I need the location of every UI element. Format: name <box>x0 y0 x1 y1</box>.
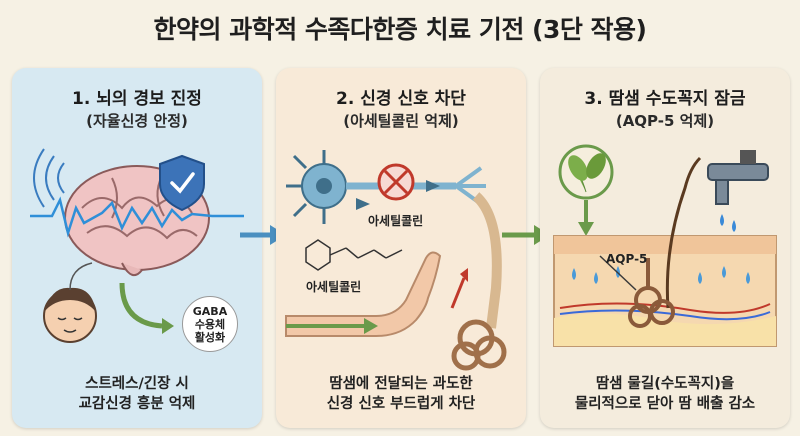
skin-illustration <box>553 144 777 347</box>
panel-caption: 땀샘에 전달되는 과도한 신경 신호 부드럽게 차단 <box>276 374 526 414</box>
caption-line: 물리적으로 닫아 땀 배출 감소 <box>574 396 756 412</box>
block-icon <box>377 163 415 201</box>
badge-line: 수용체 <box>194 317 226 331</box>
sweat-gland-icon <box>628 258 675 328</box>
herb-icon <box>558 144 614 200</box>
nerve-illustration <box>285 150 507 371</box>
arrow-to-gaba <box>119 282 163 329</box>
label-acetylcholine: 아세틸콜린 <box>368 214 424 228</box>
panel-title: 2. 신경 신호 차단 <box>336 89 466 109</box>
sweat-gland-icon <box>451 319 507 371</box>
panel-subtitle: (아세틸콜린 억제) <box>343 112 459 130</box>
gaba-receptor-badge: GABA 수용체 활성화 <box>182 296 238 352</box>
caption-line: 교감신경 흥분 억제 <box>78 396 196 412</box>
shield-check-icon <box>159 154 205 212</box>
nerve-signal-wave <box>30 196 244 238</box>
caption-line: 스트레스/긴장 시 <box>85 376 189 392</box>
skin-icon <box>553 235 777 347</box>
caption-line: 땀샘 물길(수도꼭지)을 <box>595 376 735 392</box>
water-channel-icon <box>572 266 750 284</box>
panel-subtitle: (AQP-5 억제) <box>615 112 715 130</box>
panel-brain: 1. 뇌의 경보 진정 (자율신경 안정) <box>12 68 262 428</box>
face-icon <box>43 287 97 343</box>
panel-sweat-gland: 3. 땀샘 수도꼭지 잠금 (AQP-5 억제) <box>540 68 790 428</box>
label-acetylcholine: 아세틸콜린 <box>306 280 362 294</box>
hand-icon <box>285 251 442 337</box>
caption-line: 땀샘에 전달되는 과도한 <box>329 376 473 392</box>
panel-caption: 스트레스/긴장 시 교감신경 흥분 억제 <box>12 374 262 414</box>
sweat-duct <box>472 192 502 329</box>
faucet-icon <box>707 150 769 232</box>
panel-title: 1. 뇌의 경보 진정 <box>72 89 202 109</box>
panel-nerve: 2. 신경 신호 차단 (아세틸콜린 억제) <box>276 68 526 428</box>
label-aqp5: AQP-5 <box>606 252 648 266</box>
caption-line: 신경 신호 부드럽게 차단 <box>326 396 476 412</box>
panel-title: 3. 땀샘 수도꼭지 잠금 <box>584 89 746 109</box>
panel-caption: 땀샘 물길(수도꼭지)을 물리적으로 닫아 땀 배출 감소 <box>540 374 790 414</box>
badge-line: 활성화 <box>194 330 226 344</box>
molecule-icon <box>305 239 403 271</box>
brain-illustration <box>30 148 244 343</box>
badge-line: GABA <box>192 304 228 318</box>
page-title: 한약의 과학적 수족다한증 치료 기전 (3단 작용) <box>153 15 647 44</box>
panel-subtitle: (자율신경 안정) <box>86 112 188 130</box>
signal-wave-icon <box>33 148 65 208</box>
